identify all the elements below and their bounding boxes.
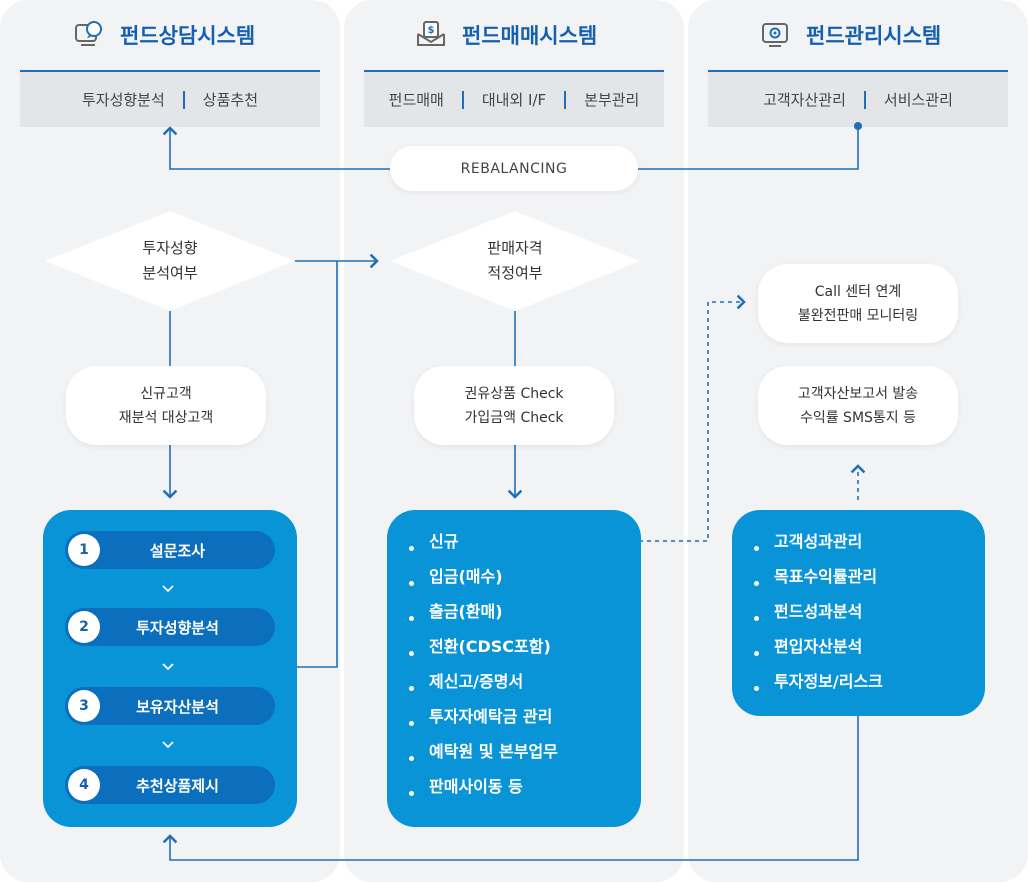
consulting-title: 펀드상담시스템 xyxy=(72,20,255,50)
list-item: 전환(CDSC포함) xyxy=(407,635,558,670)
diamond-line: 적정여부 xyxy=(487,264,543,282)
rebalancing-label: REBALANCING xyxy=(460,160,568,177)
submenu-item[interactable]: 대내외 I/F xyxy=(481,91,547,109)
list-item: 편입자산분석 xyxy=(752,635,883,670)
diamond-sales-eligibility-label: 판매자격 적정여부 xyxy=(440,233,590,289)
trading-functions-box: 신규 입금(매수) 출금(환매) 전환(CDSC포함) 제신고/증명서 투자자예… xyxy=(387,510,641,827)
step-product-recommendation[interactable]: 4 추천상품제시 xyxy=(65,766,275,804)
management-title-text: 펀드관리시스템 xyxy=(806,24,942,48)
list-item: 판매사이동 등 xyxy=(407,775,558,810)
chat-monitor-icon xyxy=(75,21,102,46)
list-item: 펀드성과분석 xyxy=(752,600,883,635)
submenu-item[interactable]: 펀드매매 xyxy=(388,91,444,109)
chevron-down-icon xyxy=(162,741,174,749)
diamond-line: 판매자격 xyxy=(487,239,543,257)
submenu-item[interactable]: 서비스관리 xyxy=(883,91,953,109)
list-item: 출금(환매) xyxy=(407,600,558,635)
step-investment-profile[interactable]: 2 투자성향분석 xyxy=(65,608,275,646)
pill-line: 권유상품 Check xyxy=(464,385,564,402)
step-number: 1 xyxy=(68,534,100,566)
submenu-item[interactable]: 상품추천 xyxy=(202,91,258,109)
diamond-line: 분석여부 xyxy=(142,264,198,282)
step-number: 2 xyxy=(68,611,100,643)
consulting-submenu: 투자성향분석 상품추천 xyxy=(20,70,320,127)
step-label: 투자성향분석 xyxy=(136,618,219,637)
diamond-investment-profile-label: 투자성향 분석여부 xyxy=(95,233,245,289)
pill-line: 수익률 SMS통지 등 xyxy=(799,409,917,426)
pill-line: 불완전판매 모니터링 xyxy=(797,307,919,324)
step-survey[interactable]: 1 설문조사 xyxy=(65,531,275,569)
management-functions-box: 고객성과관리 목표수익률관리 펀드성과분석 편입자산분석 투자정보/리스크 xyxy=(732,510,985,716)
submenu-item[interactable]: 고객자산관리 xyxy=(763,91,846,109)
asset-report-pill: 고객자산보고서 발송 수익률 SMS통지 등 xyxy=(758,366,958,445)
step-label: 추천상품제시 xyxy=(136,776,219,795)
divider xyxy=(182,90,185,109)
chevron-down-icon xyxy=(162,585,174,593)
svg-text:$: $ xyxy=(428,25,435,36)
chevron-down-icon xyxy=(162,663,174,671)
pill-line: 고객자산보고서 발송 xyxy=(797,385,919,402)
step-label: 설문조사 xyxy=(149,541,206,560)
divider xyxy=(564,90,567,109)
trading-title: $ 펀드매매시스템 xyxy=(414,20,597,50)
product-check-pill: 권유상품 Check 가입금액 Check xyxy=(414,366,614,445)
list-item: 투자자예탁금 관리 xyxy=(407,705,558,740)
list-item: 입금(매수) xyxy=(407,565,558,600)
step-label: 보유자산분석 xyxy=(136,697,219,716)
rebalancing-pill: REBALANCING xyxy=(390,146,638,191)
step-asset-analysis[interactable]: 3 보유자산분석 xyxy=(65,687,275,725)
consulting-title-text: 펀드상담시스템 xyxy=(120,24,256,48)
list-item: 신규 xyxy=(407,530,558,565)
divider xyxy=(461,90,464,109)
trading-title-text: 펀드매매시스템 xyxy=(462,24,598,48)
diamond-line: 투자성향 xyxy=(142,239,198,257)
management-functions-list: 고객성과관리 목표수익률관리 펀드성과분석 편입자산분석 투자정보/리스크 xyxy=(752,530,883,705)
trading-functions-list: 신규 입금(매수) 출금(환매) 전환(CDSC포함) 제신고/증명서 투자자예… xyxy=(407,530,558,810)
submenu-item[interactable]: 투자성향분석 xyxy=(81,91,165,109)
submenu-item[interactable]: 본부관리 xyxy=(584,91,640,109)
pill-line: 신규고객 xyxy=(140,385,192,402)
list-item: 투자정보/리스크 xyxy=(752,670,883,705)
list-item: 고객성과관리 xyxy=(752,530,883,565)
money-box-icon: $ xyxy=(417,21,445,46)
gear-monitor-icon xyxy=(762,23,788,47)
pill-line: 가입금액 Check xyxy=(464,409,564,426)
pill-line: Call 센터 연계 xyxy=(814,283,902,300)
management-submenu: 고객자산관리 서비스관리 xyxy=(708,70,1008,127)
consulting-steps-box: 1 설문조사 2 투자성향분석 3 보유자산분석 4 추천상품제시 xyxy=(43,510,297,827)
trading-submenu: 펀드매매 대내외 I/F 본부관리 xyxy=(364,70,664,127)
new-customer-pill: 신규고객 재분석 대상고객 xyxy=(66,366,266,445)
divider xyxy=(863,90,866,109)
list-item: 목표수익률관리 xyxy=(752,565,883,600)
list-item: 제신고/증명서 xyxy=(407,670,558,705)
list-item: 예탁원 및 본부업무 xyxy=(407,740,558,775)
call-center-pill: Call 센터 연계 불완전판매 모니터링 xyxy=(758,264,958,343)
step-number: 3 xyxy=(68,690,100,722)
management-title: 펀드관리시스템 xyxy=(758,20,941,50)
step-number: 4 xyxy=(68,769,100,801)
pill-line: 재분석 대상고객 xyxy=(118,409,214,426)
